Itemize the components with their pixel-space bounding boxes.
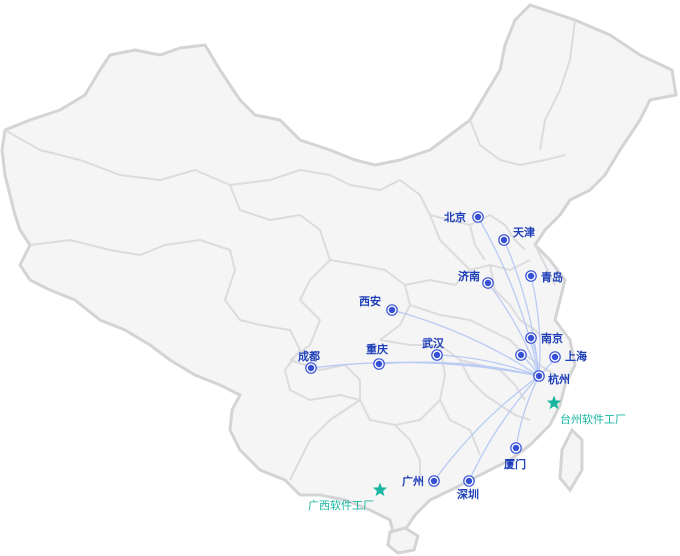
factory-marker-taizhou[interactable]: 台州软件工厂 xyxy=(546,395,626,427)
city-dot xyxy=(465,477,473,485)
city-dot xyxy=(375,360,383,368)
factory-marker-guangxi[interactable]: 广西软件工厂 xyxy=(308,482,388,513)
city-dot xyxy=(307,364,315,372)
city-label-xiamen: 厦门 xyxy=(504,457,526,471)
city-label-shanghai: 上海 xyxy=(565,349,587,363)
taiwan-island xyxy=(558,427,584,493)
city-dot xyxy=(388,306,396,314)
route-line-xiamen xyxy=(515,375,540,449)
factory-label-taizhou: 台州软件工厂 xyxy=(560,412,626,426)
city-dot xyxy=(527,334,535,342)
route-line-wuhan xyxy=(436,354,540,377)
city-marker-qingdao[interactable]: 青岛 xyxy=(525,270,563,284)
city-label-shenzhen: 深圳 xyxy=(457,487,479,501)
city-marker-xian[interactable]: 西安 xyxy=(359,294,398,316)
city-marker-guangzhou[interactable]: 广州 xyxy=(402,474,440,488)
city-label-nanjing: 南京 xyxy=(541,331,563,345)
star-icon xyxy=(546,395,562,410)
city-label-wuhan: 武汉 xyxy=(422,336,445,350)
city-dot xyxy=(474,213,482,221)
route-line-qingdao xyxy=(530,275,541,377)
route-line-chengdu xyxy=(310,361,540,377)
factory-label-guangxi: 广西软件工厂 xyxy=(308,498,374,512)
route-line-jinan xyxy=(487,282,540,377)
hainan-island xyxy=(386,526,420,555)
city-label-hangzhou: 杭州 xyxy=(548,372,570,386)
city-marker-hangzhou[interactable]: 杭州 xyxy=(533,370,570,386)
city-dot xyxy=(535,372,543,380)
city-label-xian: 西安 xyxy=(359,294,381,308)
city-label-tianjin: 天津 xyxy=(513,225,535,239)
route-line-guangzhou xyxy=(433,375,540,482)
city-marker-shanghai[interactable]: 上海 xyxy=(549,349,587,363)
city-label-qingdao: 青岛 xyxy=(541,270,563,284)
city-marker-shenzhen[interactable]: 深圳 xyxy=(457,475,479,501)
city-dot xyxy=(500,236,508,244)
city-marker-xiamen[interactable]: 厦门 xyxy=(504,442,526,471)
star-icon xyxy=(372,482,388,497)
city-dot xyxy=(551,353,559,361)
country-outline xyxy=(0,3,678,542)
route-line-xian xyxy=(391,309,540,377)
city-label-chongqing: 重庆 xyxy=(366,342,388,356)
city-marker-wuhan[interactable]: 武汉 xyxy=(422,336,445,361)
city-dot xyxy=(484,279,492,287)
city-label-guangzhou: 广州 xyxy=(402,474,424,488)
city-label-chengdu: 成都 xyxy=(298,349,320,363)
city-dot xyxy=(517,351,525,359)
city-dot xyxy=(430,477,438,485)
city-dot xyxy=(527,272,535,280)
city-marker-nanjing[interactable]: 南京 xyxy=(525,331,563,345)
city-dot xyxy=(512,444,520,452)
city-label-beijing: 北京 xyxy=(444,210,466,224)
route-lines xyxy=(310,216,556,482)
route-line-beijing xyxy=(477,216,540,377)
city-marker-chongqing[interactable]: 重庆 xyxy=(366,342,388,370)
city-marker-hefei[interactable] xyxy=(515,349,527,361)
city-label-jinan: 济南 xyxy=(458,269,480,283)
city-marker-tianjin[interactable]: 天津 xyxy=(498,225,535,246)
city-dot xyxy=(433,351,441,359)
province-borders xyxy=(4,19,576,481)
city-marker-chengdu[interactable]: 成都 xyxy=(298,349,320,374)
city-marker-beijing[interactable]: 北京 xyxy=(444,210,484,224)
route-line-shenzhen xyxy=(468,375,540,482)
city-marker-jinan[interactable]: 济南 xyxy=(458,269,494,289)
